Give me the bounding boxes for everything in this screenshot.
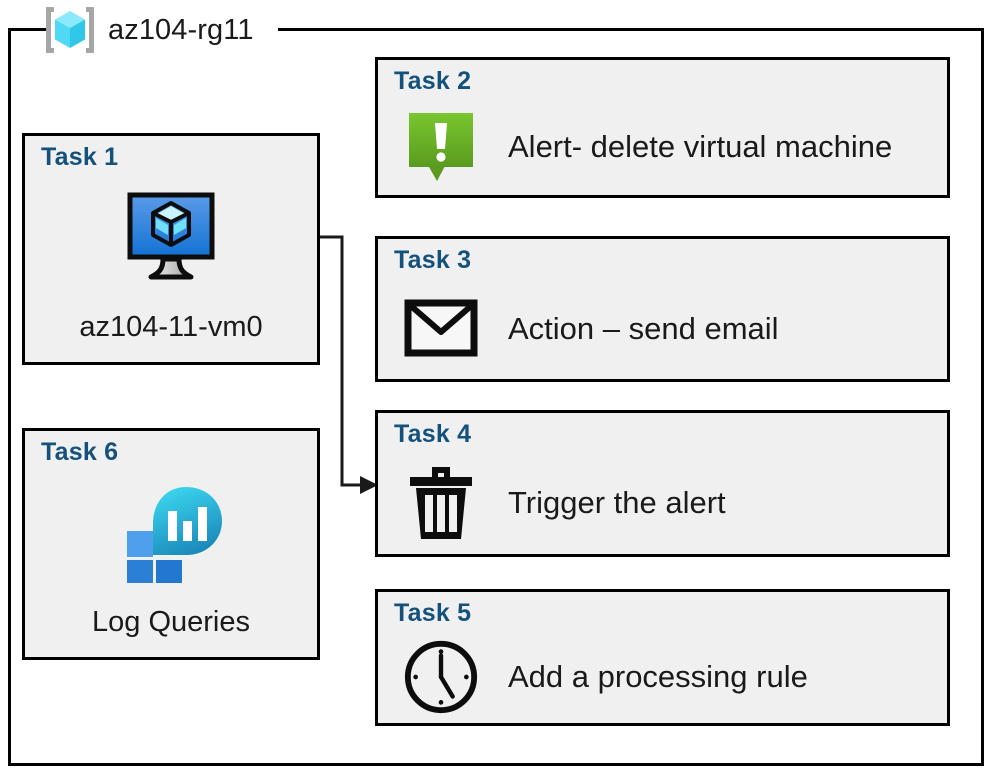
card-task3-caption: Action – send email <box>508 310 779 346</box>
card-task1-caption: az104-11-vm0 <box>79 311 263 343</box>
virtual-machine-icon <box>25 188 317 288</box>
resource-group-border-left-stub <box>8 28 48 31</box>
card-task4-title: Task 4 <box>394 420 472 448</box>
card-task3-title: Task 3 <box>394 246 472 274</box>
card-task5-title: Task 5 <box>394 599 472 627</box>
card-task5-caption: Add a processing rule <box>508 659 808 694</box>
trash-delete-icon <box>402 463 480 543</box>
card-task1[interactable]: Task 1 <box>22 133 320 365</box>
log-analytics-icon <box>25 483 317 583</box>
card-task1-title: Task 1 <box>41 143 119 171</box>
card-task2[interactable]: Task 2 Alert- <box>375 57 950 198</box>
resource-group-name: az104-rg11 <box>108 13 254 46</box>
clock-icon <box>402 637 480 717</box>
resource-group-cube-icon <box>42 4 98 56</box>
alert-bubble-icon <box>402 109 480 185</box>
card-task6-caption: Log Queries <box>92 606 250 638</box>
resource-group-container <box>8 30 984 766</box>
card-task4-caption: Trigger the alert <box>508 485 726 520</box>
card-task2-title: Task 2 <box>394 67 472 95</box>
card-task6-title: Task 6 <box>41 438 119 466</box>
envelope-icon <box>402 299 480 357</box>
card-task4[interactable]: Task 4 Trigger the alert <box>375 410 950 557</box>
card-task6[interactable]: Task 6 Log Queri <box>22 428 320 660</box>
resource-group-header: az104-rg11 <box>42 2 254 58</box>
resource-group-border-right-stub <box>278 28 984 31</box>
card-task3[interactable]: Task 3 Action – send email <box>375 236 950 382</box>
card-task2-caption: Alert- delete virtual machine <box>508 129 893 164</box>
card-task5[interactable]: Task 5 Add a processing rule <box>375 589 950 726</box>
